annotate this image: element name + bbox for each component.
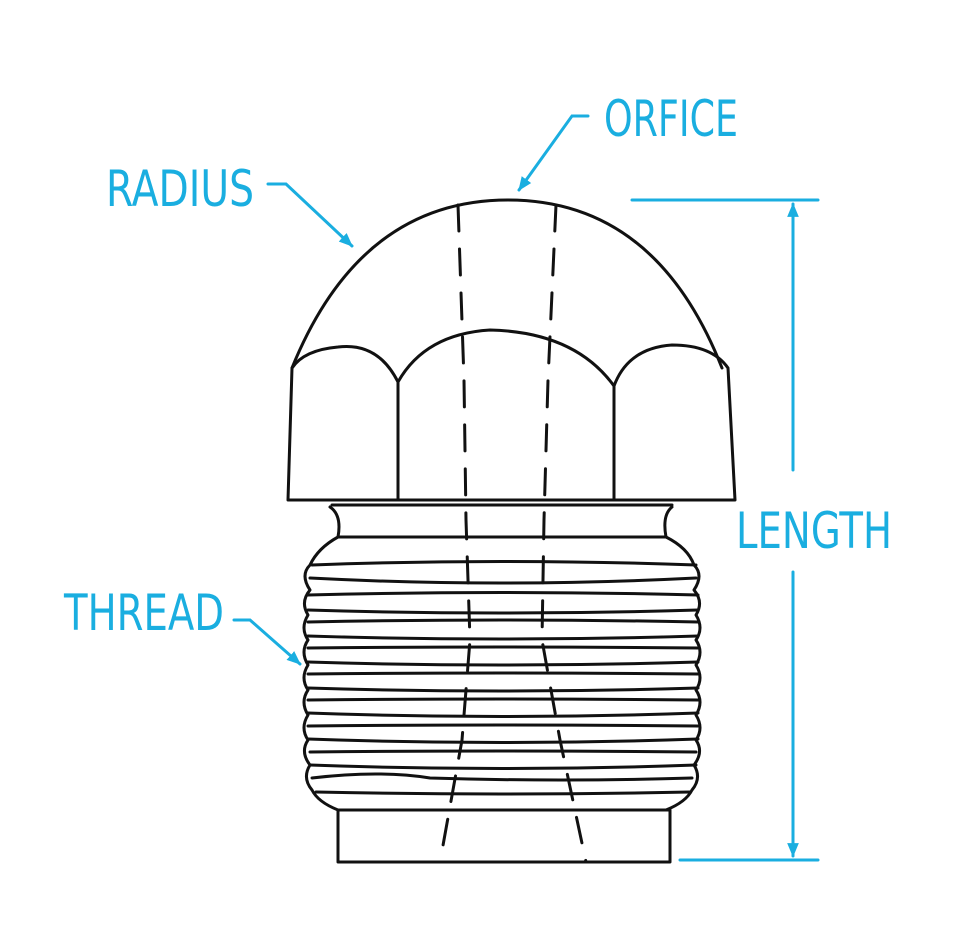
- thread-label: THREAD: [63, 584, 224, 642]
- orifice-hidden-line-right: [540, 203, 588, 864]
- radius-label: RADIUS: [106, 160, 254, 218]
- orfice-label: ORFICE: [604, 90, 738, 148]
- orfice-leader: [517, 114, 590, 192]
- length-label: LENGTH: [736, 502, 892, 560]
- pilot-tip: [336, 808, 672, 864]
- radius-leader: [266, 182, 354, 248]
- thread-body-left: [302, 535, 340, 812]
- orifice-hidden-line-left: [438, 203, 472, 864]
- thread-lines: [306, 560, 700, 796]
- neck: [328, 503, 674, 539]
- hex-head: [286, 328, 737, 502]
- callouts: [232, 114, 820, 862]
- thread-leader: [232, 618, 302, 666]
- nozzle-part: [286, 198, 737, 864]
- dome-outline: [290, 198, 724, 370]
- thread-body-right: [664, 535, 702, 812]
